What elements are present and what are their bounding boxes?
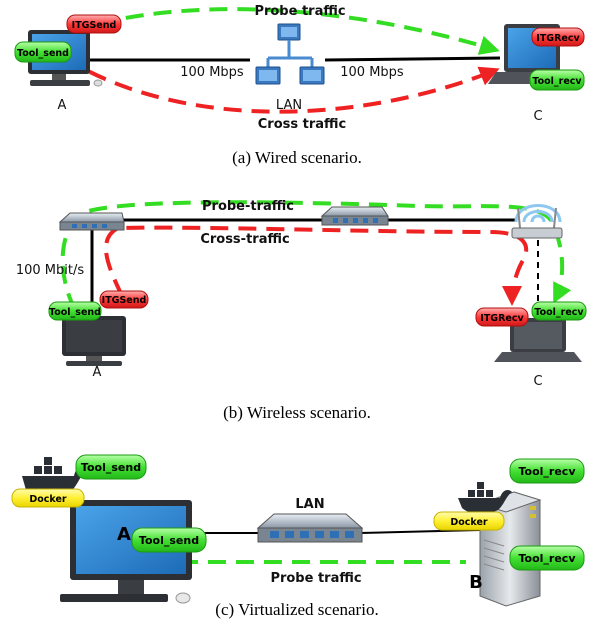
- lan-switch-icon: [256, 513, 364, 543]
- tool-recv-badge: Tool_recv: [509, 458, 585, 484]
- tool-recv-badge: Tool_recv: [529, 69, 585, 91]
- host-a-label: A: [58, 98, 67, 113]
- tool-send-badge: Tool_send: [48, 301, 102, 321]
- wireless-scenario: ITGSend Tool_send ITGRecv Tool_recv Prob…: [16, 199, 587, 422]
- wireless-cross-path: [104, 225, 529, 306]
- svg-text:Tool_recv: Tool_recv: [532, 76, 582, 87]
- probe-traffic-label: Probe-traffic: [202, 199, 294, 214]
- svg-text:Tool_recv: Tool_recv: [518, 465, 576, 478]
- wired-scenario: ITGSend Tool_send ITGRecv Tool_recv Prob…: [14, 4, 585, 167]
- docker-badge: Docker: [433, 511, 505, 531]
- svg-text:ITGSend: ITGSend: [72, 20, 117, 31]
- cross-traffic-label: Cross-traffic: [200, 232, 289, 247]
- tool-send-badge: Tool_send: [14, 41, 72, 63]
- tool-send-badge: Tool_send: [131, 527, 207, 553]
- itgrecv-badge: ITGRecv: [475, 307, 529, 327]
- caption-wired: (a) Wired scenario.: [232, 148, 362, 167]
- svg-text:ITGSend: ITGSend: [102, 295, 147, 306]
- host-a-label: A: [93, 365, 102, 380]
- svg-text:Tool_send: Tool_send: [81, 461, 141, 474]
- tool-recv-badge: Tool_recv: [509, 545, 585, 571]
- svg-text:Docker: Docker: [29, 494, 67, 505]
- host-b-label: B: [469, 572, 483, 593]
- svg-text:Tool_send: Tool_send: [17, 48, 69, 59]
- svg-text:Tool_send: Tool_send: [49, 307, 101, 318]
- svg-text:ITGRecv: ITGRecv: [480, 313, 524, 324]
- probe-traffic-label: Probe traffic: [254, 4, 345, 19]
- itgrecv-badge: ITGRecv: [531, 27, 585, 47]
- tool-send-badge: Tool_send: [75, 454, 147, 480]
- tool-recv-badge: Tool_recv: [531, 301, 587, 321]
- caption-virtualized: (c) Virtualized scenario.: [215, 600, 378, 619]
- docker-badge: Docker: [11, 488, 85, 508]
- svg-text:Tool_recv: Tool_recv: [534, 307, 584, 318]
- desktop-icon: [62, 316, 126, 366]
- wired-cross-path: [63, 56, 500, 114]
- virtualized-scenario: Tool_send Docker Tool_send Tool_recv Doc…: [11, 454, 585, 619]
- svg-text:Tool_recv: Tool_recv: [518, 552, 576, 565]
- link-speed-label: 100 Mbit/s: [16, 263, 85, 278]
- svg-text:Docker: Docker: [450, 517, 488, 528]
- probe-traffic-label: Probe traffic: [270, 571, 361, 586]
- lan-label: LAN: [276, 98, 302, 113]
- wired-link-right: [324, 56, 501, 62]
- link-speed-left: 100 Mbps: [180, 65, 244, 80]
- laptop-icon: [494, 318, 582, 362]
- itgsend-badge: ITGSend: [99, 290, 149, 309]
- switch-icon: [320, 206, 389, 226]
- host-c-label: C: [533, 109, 542, 124]
- access-point-icon: [511, 204, 563, 239]
- lan-network-icon: [255, 23, 325, 85]
- lan-label: LAN: [295, 497, 324, 512]
- svg-text:Tool_send: Tool_send: [139, 534, 199, 547]
- host-a-label: A: [117, 524, 131, 545]
- wired-probe-path: [44, 7, 500, 55]
- caption-wireless: (b) Wireless scenario.: [223, 403, 371, 422]
- cross-traffic-label: Cross traffic: [258, 117, 347, 132]
- switch-icon: [58, 212, 125, 231]
- link-speed-right: 100 Mbps: [340, 65, 404, 80]
- itgsend-badge: ITGSend: [66, 14, 122, 34]
- host-c-label: C: [533, 374, 542, 389]
- svg-text:ITGRecv: ITGRecv: [536, 33, 580, 44]
- docker-icon: [458, 482, 512, 514]
